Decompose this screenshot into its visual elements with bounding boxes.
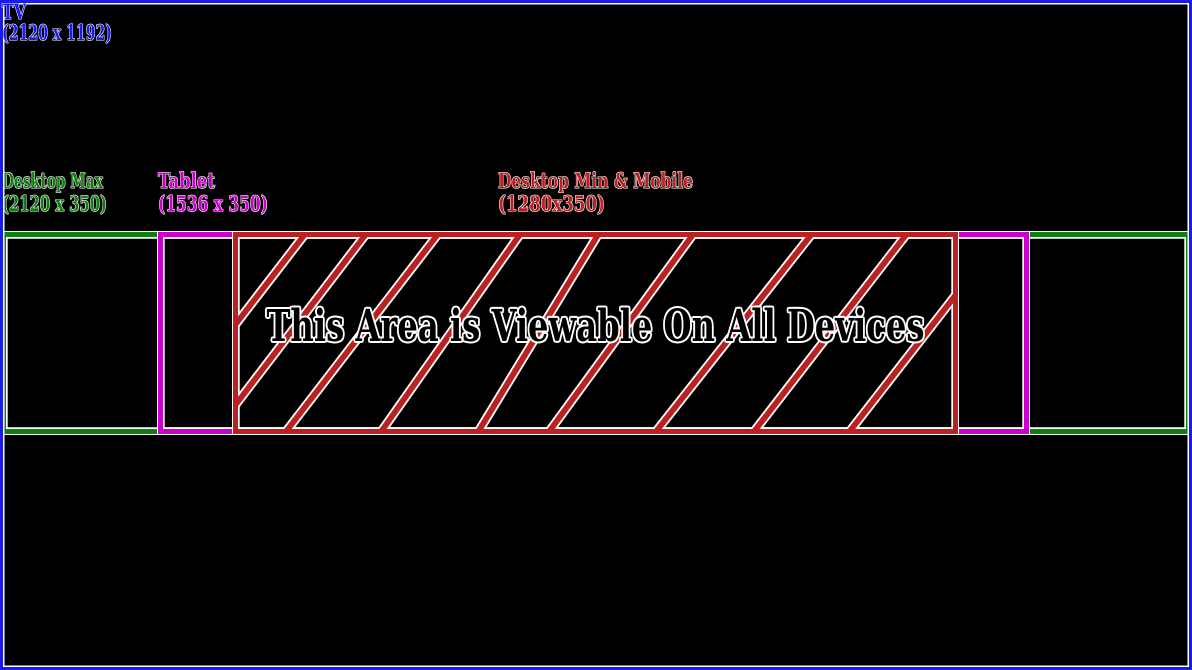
tablet-label-dimensions: (1536 x 350)	[158, 190, 268, 216]
hatch-stripes	[238, 237, 953, 429]
tablet-label: Tablet (1536 x 350)	[158, 168, 292, 216]
desktop-max-label-dimensions: (2120 x 350)	[2, 190, 107, 216]
desktop-max-label-name: Desktop Max	[2, 168, 103, 193]
tv-label-name: TV	[2, 0, 26, 24]
viewable-area-text: This Area is Viewable On All Devices	[266, 300, 925, 352]
desktop-min-mobile-label: Desktop Min & Mobile (1280x350)	[498, 168, 736, 216]
desktop-min-mobile-label-name: Desktop Min & Mobile	[498, 168, 693, 193]
desktop-min-mobile-box	[232, 231, 959, 435]
tablet-label-name: Tablet	[158, 168, 215, 193]
viewable-area: This Area is Viewable On All Devices	[233, 225, 958, 427]
desktop-max-label: Desktop Max (2120 x 350)	[2, 168, 140, 216]
desktop-min-mobile-label-dimensions: (1280x350)	[498, 190, 605, 216]
tv-label-dimensions: (2120 x 1192)	[2, 19, 112, 45]
tv-label: TV (2120 x 1192)	[2, 0, 149, 45]
